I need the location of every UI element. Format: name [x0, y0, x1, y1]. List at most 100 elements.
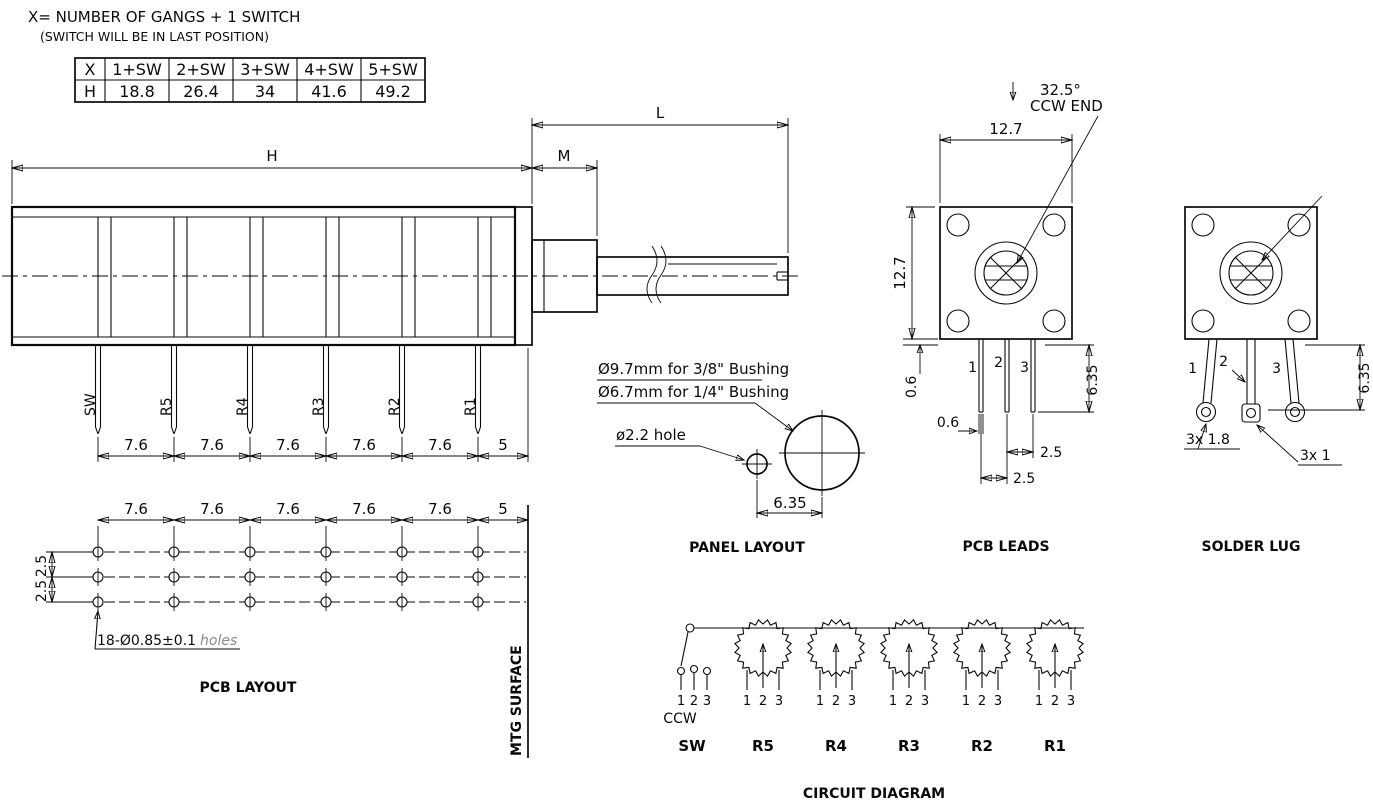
ccw-end-label: CCW END [1030, 97, 1103, 115]
lug-width-note: 3x 1.8 [1186, 432, 1230, 448]
header-line2: (SWITCH WILL BE IN LAST POSITION) [40, 29, 269, 44]
table-cell: 4+SW [304, 60, 354, 79]
circuit-pot: 1 2 3 R1 [1026, 619, 1084, 755]
gang-dividers [97, 217, 492, 337]
terminal-number: 1 [816, 694, 824, 709]
lug-number: 3 [1272, 361, 1281, 377]
terminal-number: 3 [848, 694, 856, 709]
holes-note: 18-Ø0.85±0.1 [97, 633, 196, 649]
hole-column [244, 543, 256, 611]
standoff-dim-label: 0.6 [904, 376, 920, 398]
circuit-pot: 1 2 3 R3 [880, 619, 938, 755]
pcb-dim-spacing-label: 7.6 [200, 500, 224, 518]
table-header-x: X [85, 60, 96, 79]
lug-length-dim-label: 6.35 [1357, 362, 1373, 393]
terminal-number: 3 [921, 694, 929, 709]
pin-width-dim-label: 0.6 [937, 415, 959, 431]
pitch-dim-label: 2.5 [1040, 445, 1062, 461]
rotor [974, 241, 1038, 305]
lug-number: 2 [1219, 354, 1228, 370]
side-view-pins [94, 345, 482, 435]
section-label: R1 [1044, 737, 1066, 755]
pcb-row-dim-label: 2.5 [34, 580, 50, 602]
pcb-leads-title: PCB LEADS [962, 539, 1049, 555]
panel-dim-label: 6.35 [773, 494, 806, 512]
pcb-dim-spacing-label: 7.6 [276, 500, 300, 518]
pcb-row-dim-label: 2.5 [34, 555, 50, 577]
hole-column [320, 543, 332, 611]
pin-label-r5: R5 [159, 397, 175, 416]
pitch-dim-label: 2.5 [1013, 471, 1035, 487]
width-dim-label: 12.7 [989, 120, 1022, 138]
pin-number: 3 [1020, 360, 1029, 376]
pcb-layout-view: 7.6 7.6 7.6 7.6 7.6 5 [34, 500, 528, 758]
terminal-number: 2 [690, 694, 698, 709]
dim-spacing: 7.6 [352, 436, 376, 454]
terminal-number: 3 [775, 694, 783, 709]
height-dim-label: 12.7 [891, 256, 909, 289]
terminal-number: 2 [978, 694, 986, 709]
pcb-leads-view: 32.5° CCW END 12.7 12.7 1 2 3 [891, 81, 1103, 555]
pcb-dim-spacing-label: 7.6 [428, 500, 452, 518]
terminal-number: 2 [759, 694, 767, 709]
table-cell: 26.4 [183, 82, 219, 101]
pcb-dim-spacing-label: 7.6 [124, 500, 148, 518]
table-cell: 5+SW [368, 60, 418, 79]
table-cell: 2+SW [176, 60, 226, 79]
section-label: R2 [971, 737, 993, 755]
pin-number: 1 [968, 360, 977, 376]
ccw-end-leader [1017, 115, 1099, 263]
rotor [1219, 241, 1283, 305]
hole-column [92, 543, 104, 611]
table-cell: 49.2 [375, 82, 411, 101]
circuit-diagram: 1 2 3 CCW SW 1 2 3 R5 1 2 3 R4 [663, 619, 1084, 802]
pin-label-r3: R3 [311, 397, 327, 416]
shaft [596, 256, 789, 296]
pin-length-dim-label: 6.35 [1085, 364, 1101, 395]
pcb-layout-title: PCB LAYOUT [200, 680, 297, 696]
angle-label: 32.5° [1040, 81, 1081, 99]
pin-label-r4: R4 [235, 397, 251, 416]
bushing-note-2: Ø6.7mm for 1/4" Bushing [598, 383, 789, 401]
circuit-pot: 1 2 3 R5 [734, 619, 792, 755]
table-cell: 1+SW [112, 60, 162, 79]
solder-lug-view: 1 2 3 6.35 3x 1.8 3x 1 SOLDER LUG [1184, 195, 1373, 555]
dim-l-label: L [656, 104, 665, 122]
circuit-pot: 1 2 3 R4 [807, 619, 865, 755]
table-cell: 18.8 [119, 82, 155, 101]
pcb-row-dim [46, 552, 90, 602]
table-cell: 3+SW [240, 60, 290, 79]
mtg-surface-label: MTG SURFACE [509, 645, 525, 756]
panel-dim [757, 480, 822, 518]
pcb-dim-spacing-label: 7.6 [352, 500, 376, 518]
terminal-number: 1 [1035, 694, 1043, 709]
panel-layout-title: PANEL LAYOUT [689, 540, 805, 556]
pcb-dim-spacing-label: 5 [498, 500, 508, 518]
pin-label-sw: SW [83, 393, 99, 416]
gang-table: X 1+SW 2+SW 3+SW 4+SW 5+SW H 18.8 26.4 3… [74, 57, 426, 103]
table-header-h: H [84, 82, 96, 101]
pin-label-r2: R2 [387, 397, 403, 416]
terminal-number: 2 [1051, 694, 1059, 709]
dim-h-label: H [266, 147, 277, 165]
lug-number: 1 [1188, 361, 1197, 377]
pcb-leads-pins [978, 339, 1036, 413]
solder-lug-title: SOLDER LUG [1201, 539, 1300, 555]
pin-label-r1: R1 [463, 397, 479, 416]
dim-pin-spacing [98, 348, 528, 462]
hole-note: ø2.2 hole [616, 426, 686, 444]
ccw-label: CCW [663, 711, 697, 727]
terminal-number: 2 [905, 694, 913, 709]
table-cell: 41.6 [311, 82, 347, 101]
lug-hole-note: 3x 1 [1300, 448, 1331, 464]
section-label: SW [678, 737, 706, 755]
dim-m-label: M [558, 147, 571, 165]
terminal-number: 1 [743, 694, 751, 709]
section-label: R5 [752, 737, 774, 755]
header-note: X= NUMBER OF GANGS + 1 SWITCH (SWITCH WI… [28, 8, 300, 44]
pcb-leads-body [939, 206, 1073, 340]
dim-spacing: 7.6 [200, 436, 224, 454]
dim-spacing: 7.6 [428, 436, 452, 454]
